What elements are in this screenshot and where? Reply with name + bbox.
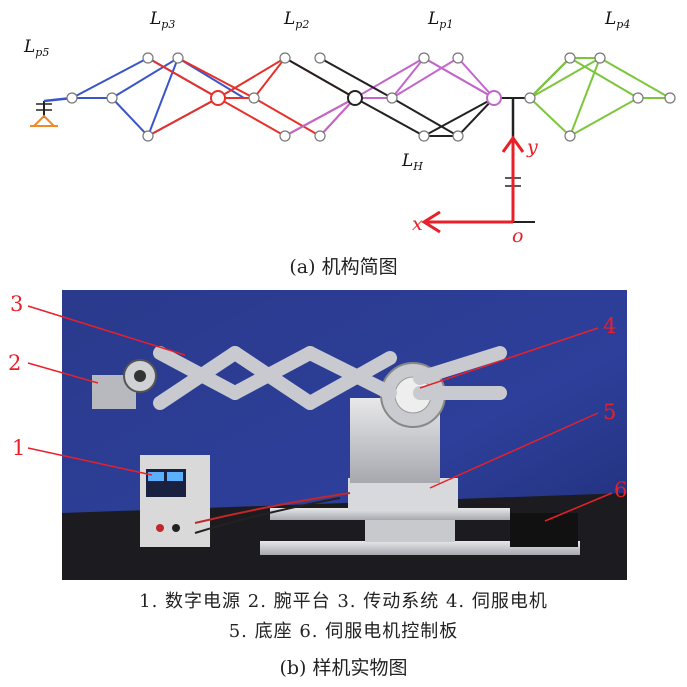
label-lh: LH	[401, 151, 423, 173]
servo-control-board	[510, 513, 578, 547]
label-lp2: Lp2	[283, 9, 309, 31]
digital-power-supply	[140, 455, 210, 547]
callout-3: 3	[10, 292, 23, 316]
base-rails	[260, 478, 580, 555]
legend-line-2: 5. 底座 6. 伺服电机控制板	[228, 621, 459, 642]
callout-4: 4	[603, 314, 616, 338]
label-lp3: Lp3	[149, 9, 175, 31]
axis-label-y: y	[526, 136, 538, 158]
cable	[194, 492, 351, 524]
label-lp5: Lp5	[23, 37, 49, 59]
label-lp1: Lp1	[427, 9, 453, 31]
caption-a: (a) 机构简图	[289, 256, 398, 278]
cable	[194, 497, 341, 534]
left-base-support	[30, 96, 73, 127]
callout-1: 1	[12, 436, 25, 460]
callout-lines	[27, 305, 613, 522]
coordinate-axes	[421, 135, 525, 234]
mechanism-diagram: Lp5 Lp3 Lp2 Lp1 Lp4 LH y x o	[23, 9, 676, 247]
label-lp4: Lp4	[604, 9, 630, 31]
callout-2: 2	[8, 351, 21, 375]
caption-b: (b) 样机实物图	[279, 657, 408, 679]
callout-6: 6	[614, 478, 627, 502]
joints	[66, 52, 676, 142]
callout-5: 5	[603, 400, 616, 424]
vertical-column	[505, 98, 535, 223]
prototype-photo: 1 2 3 4 5 6	[8, 290, 627, 580]
legend-line-1: 1. 数字电源 2. 腕平台 3. 传动系统 4. 伺服电机	[139, 591, 548, 612]
wrist-platform	[92, 359, 157, 409]
axis-label-x: x	[412, 213, 423, 235]
link-lp4-green	[529, 56, 671, 138]
scissor-arm	[153, 346, 507, 410]
axis-label-origin: o	[512, 225, 523, 247]
